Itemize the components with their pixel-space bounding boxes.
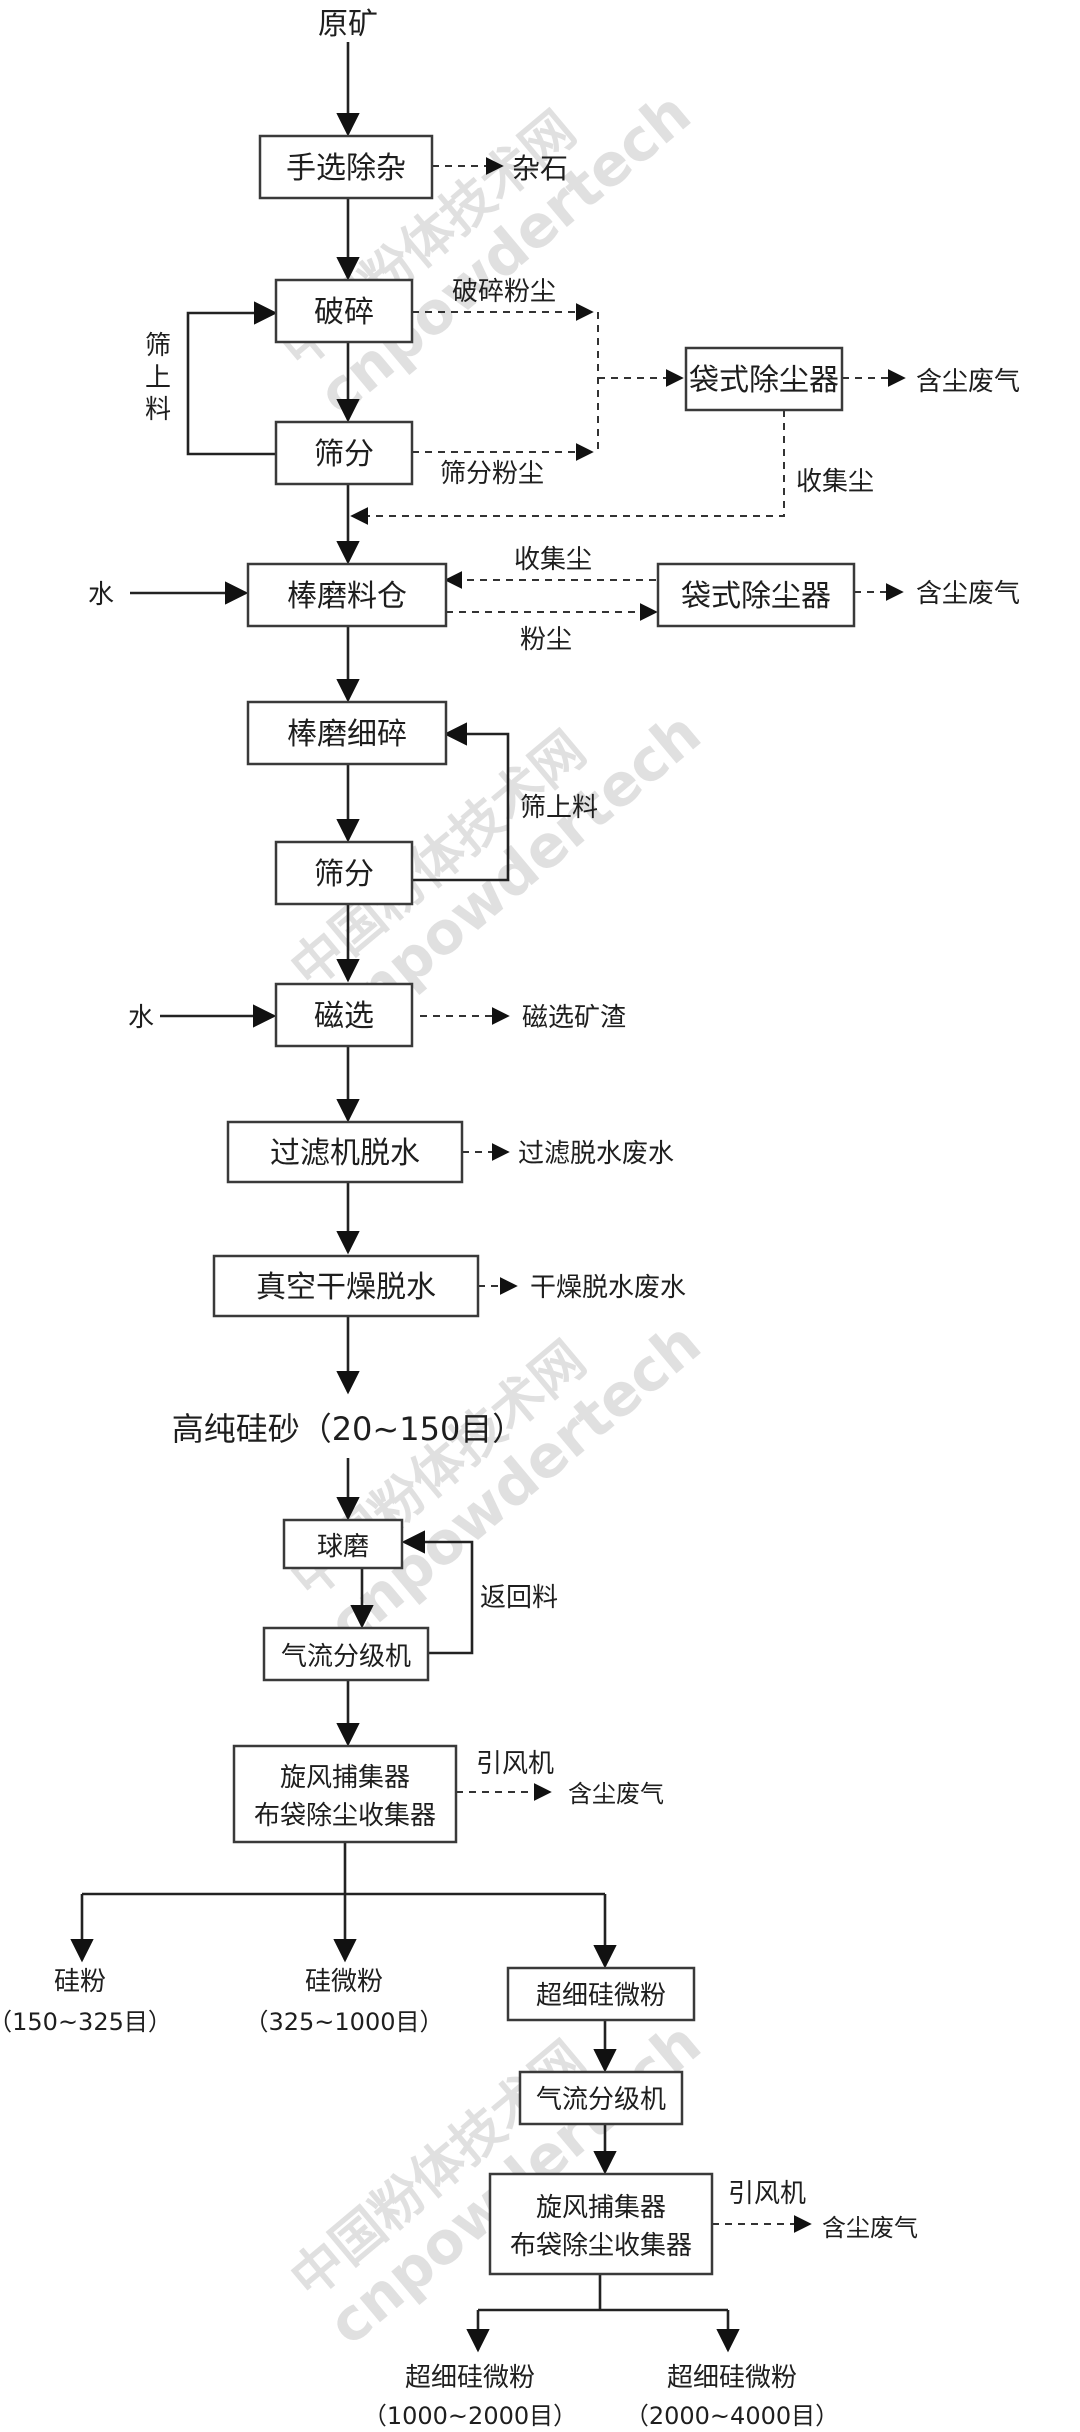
ball-mill-box [282,1518,404,1570]
cyclone-label-1a: 旋风捕集器 [280,1763,410,1793]
cyclone-box-2 [488,2172,714,2276]
screen2-box [274,840,414,906]
oversize-label: 筛上料 [520,793,598,823]
high-purity-sand-label: 高纯硅砂（20~150目） [172,1410,525,1448]
raw-ore-label: 原矿 [318,7,378,42]
process-boxes [212,134,856,2276]
hand-sort-label: 手选除杂 [286,151,406,186]
filter-dewater-label: 过滤机脱水 [270,1136,420,1171]
filter-wastewater-label: 过滤脱水废水 [518,1139,674,1169]
crush-dust-label: 破碎粉尘 [452,277,556,307]
magnetic-slag-label: 磁选矿渣 [522,1003,626,1033]
magnetic-label: 磁选 [314,999,374,1034]
dusty-gas-label-2: 含尘废气 [916,579,1020,609]
cyclone-label-2a: 旋风捕集器 [536,2193,666,2223]
screen2-label: 筛分 [314,857,374,892]
induced-fan-label-2: 引风机 [728,2179,806,2209]
screen1-box [274,420,414,486]
ultrafine-range-a: （1000~2000目） [363,2402,577,2430]
screen-dust-label: 筛分粉尘 [440,459,544,489]
rod-bin-label: 棒磨料仓 [287,579,407,614]
screen1-label: 筛分 [314,437,374,472]
induced-fan-label-1: 引风机 [476,1749,554,1779]
ultrafine-label-b: 超细硅微粉 [667,2363,797,2393]
svg-text:上: 上 [145,363,171,393]
dusty-gas-label-1: 含尘废气 [916,367,1020,397]
svg-text:料: 料 [145,395,171,425]
rod-bin-box [246,562,448,628]
filter-dewater-box [226,1120,464,1184]
rod-mill-box [246,700,448,766]
collected-dust-label-2: 收集尘 [514,545,592,575]
labels: 原矿 手选除杂 破碎 筛分 袋式除尘器 棒磨料仓 袋式除尘器 棒磨细碎 筛分 磁… [254,7,839,2261]
silicon-micro-label: 硅微粉 [305,1967,383,1997]
crush-label: 破碎 [314,295,374,330]
cyclone-box-1 [232,1744,458,1844]
air-classifier-label-2: 气流分级机 [536,2085,666,2115]
return-material-label: 返回料 [480,1583,558,1613]
bag-filter-label-1: 袋式除尘器 [689,363,839,398]
dusty-gas-label-4: 含尘废气 [822,2214,918,2242]
cyclone-label-1b: 布袋除尘收集器 [254,1801,436,1831]
silicon-powder-label: 硅粉 [54,1967,106,1997]
vacuum-dry-box [212,1254,480,1318]
water-label-2: 水 [128,1003,154,1033]
ultrafine-label-a: 超细硅微粉 [405,2363,535,2393]
ultrafine-box [506,1966,696,2022]
magnetic-box [274,982,414,1048]
silicon-micro-range: （325~1000目） [245,2008,444,2036]
ultrafine-box-label: 超细硅微粉 [536,1981,666,2011]
bag-filter-label-2: 袋式除尘器 [681,579,831,614]
crush-box [274,278,414,344]
dusty-gas-label-3: 含尘废气 [568,1780,664,1808]
flow-lines [70,42,906,2353]
air-classifier-box-2 [518,2070,684,2126]
cyclone-label-2b: 布袋除尘收集器 [510,2231,692,2261]
bag-filter-box-1 [684,346,844,412]
ultrafine-range-b: （2000~4000目） [625,2402,839,2430]
silicon-powder-range: （150~325目） [0,2008,172,2036]
collected-dust-label-1: 收集尘 [796,467,874,497]
bag-filter-box-2 [656,562,856,628]
hand-sort-box [258,134,434,200]
water-label-1: 水 [88,580,114,610]
waste-rock-label: 杂石 [512,152,568,185]
dry-wastewater-label: 干燥脱水废水 [530,1273,686,1303]
vacuum-dry-label: 真空干燥脱水 [256,1270,436,1305]
side-labels: 杂石 破碎粉尘 筛分粉尘 含尘废气 收集尘 收集尘 粉尘 含尘废气 水 筛上料 … [88,152,1020,2242]
air-classifier-label-1: 气流分级机 [281,1642,411,1672]
air-classifier-box-1 [262,1626,430,1682]
ball-mill-label: 球磨 [317,1532,369,1562]
product-labels: 高纯硅砂（20~150目） 硅粉 （150~325目） 硅微粉 （325~100… [0,1410,839,2430]
oversize-vertical-label: 筛 上 料 [145,331,171,425]
rod-mill-label: 棒磨细碎 [287,717,407,752]
svg-text:筛: 筛 [145,331,171,361]
dust-label: 粉尘 [520,625,572,655]
